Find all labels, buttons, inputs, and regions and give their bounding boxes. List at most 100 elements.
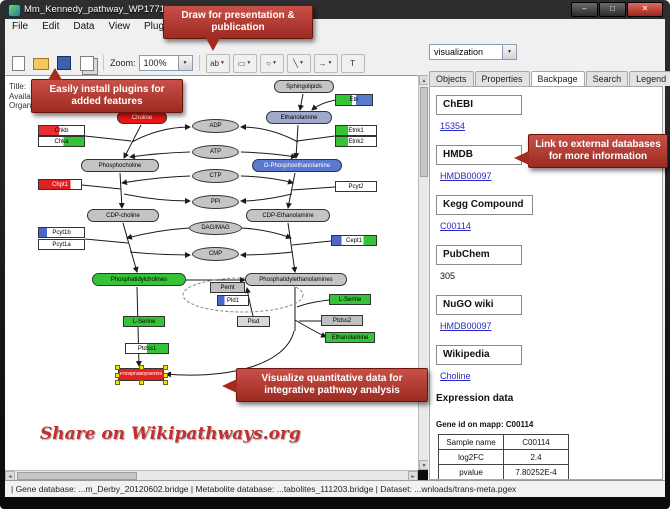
menu-file[interactable]: File [12, 21, 29, 32]
node-cmp[interactable]: CMP [192, 247, 239, 261]
tab-search[interactable]: Search [585, 71, 629, 86]
pathway-info-labels: Title: Availab Organis [9, 82, 33, 111]
node-pcyt1b[interactable]: Pcyt1b [38, 227, 85, 238]
open-button[interactable] [31, 54, 51, 72]
node-etn[interactable]: Etn [335, 94, 373, 106]
node-phosphocholine[interactable]: Phosphocholine [81, 159, 159, 172]
window-title: Mm_Kennedy_pathway_WP1771_45176.gpml [24, 4, 220, 15]
node-phosphatidylethanolamines[interactable]: Phosphatidylethanolamines [245, 273, 347, 286]
save-floppy-icon [57, 56, 71, 70]
node-cept1[interactable]: Cept1 [331, 235, 377, 246]
backpage-header-pubchem: PubChem [436, 245, 522, 265]
menu-edit[interactable]: Edit [42, 21, 60, 32]
node-dag-mag[interactable]: DAG/MAG [189, 221, 242, 235]
node-chka[interactable]: Chka [38, 136, 85, 147]
node-cdp-choline[interactable]: CDP-choline [87, 209, 159, 222]
callout-draw-presentation: Draw for presentation & publication [163, 5, 313, 51]
tab-legend[interactable]: Legend [629, 71, 670, 86]
node-pcyt2[interactable]: Pcyt2 [335, 181, 377, 192]
node-atp[interactable]: ATP [192, 145, 239, 159]
callout-pointer-icon [222, 379, 237, 393]
selection-handle[interactable] [139, 380, 144, 385]
side-panel-tabs: Objects Properties Backpage Search Legen… [429, 71, 670, 87]
node-chpt1[interactable]: Chpt1 [38, 179, 82, 190]
backpage-link-nugo[interactable]: HMDB00097 [440, 321, 492, 331]
new-file-button[interactable] [8, 54, 28, 72]
label-tool-button[interactable]: T [340, 53, 365, 73]
callout-visualize-data: Visualize quantitative data for integrat… [222, 368, 428, 402]
menu-view[interactable]: View [108, 21, 130, 32]
selection-handle[interactable] [163, 380, 168, 385]
selection-handle[interactable] [115, 365, 120, 370]
node-ethanolamine[interactable]: Ethanolamine [266, 111, 332, 124]
visualization-combobox[interactable]: visualization ▼ [429, 44, 517, 60]
tab-backpage[interactable]: Backpage [530, 71, 585, 87]
backpage-link-hmdb[interactable]: HMDB00097 [440, 171, 492, 181]
scrollbar-thumb[interactable] [17, 472, 137, 480]
callout-pointer-icon [48, 68, 62, 80]
canvas-horizontal-scrollbar[interactable]: ◄ ► [5, 470, 418, 481]
shape-tool-button[interactable]: ○ ▼ [259, 53, 284, 73]
backpage-link-chebi[interactable]: 15354 [440, 121, 466, 131]
chevron-down-icon: ▼ [271, 60, 277, 66]
maximize-button[interactable]: □ [599, 2, 626, 17]
node-ptdss2[interactable]: Ptdss2 [321, 315, 363, 326]
app-icon [8, 4, 21, 17]
copy-icon [80, 55, 94, 71]
save-button[interactable] [54, 54, 74, 72]
node-pld1[interactable]: Pld1 [217, 295, 249, 306]
node-ppi[interactable]: PPi [192, 195, 239, 209]
selection-handle[interactable] [115, 373, 120, 378]
chevron-down-icon[interactable]: ▼ [502, 45, 516, 59]
canvas-vertical-scrollbar[interactable]: ▲ ▼ [418, 75, 429, 470]
chevron-down-icon[interactable]: ▼ [177, 56, 192, 70]
minimize-button[interactable]: – [571, 2, 598, 17]
node-etnk1[interactable]: Etnk1 [335, 125, 377, 136]
node-o-phosphoethanolamine[interactable]: O-Phosphoethanolamine [252, 159, 342, 172]
selection-handle[interactable] [163, 373, 168, 378]
info-title-label: Title: [9, 82, 27, 91]
menu-data[interactable]: Data [73, 21, 95, 32]
node-phosphatidylserine-selected[interactable]: Phosphatidylserine [115, 365, 168, 385]
scrollbar-thumb[interactable] [420, 87, 428, 177]
backpage-header-hmdb: HMDB [436, 145, 522, 165]
datanode-tool-button[interactable]: ▭ ▼ [232, 53, 257, 73]
arrow-tool-button[interactable]: → ▼ [313, 53, 338, 73]
node-ctp[interactable]: CTP [192, 169, 239, 183]
node-pisd[interactable]: Pisd [237, 316, 270, 327]
zoom-combobox[interactable]: 100% ▼ [138, 55, 193, 71]
node-pcyt1a[interactable]: Pcyt1a [38, 239, 85, 250]
backpage-link-wikipedia[interactable]: Choline [440, 371, 471, 381]
menu-plugins[interactable]: Plugins [143, 21, 177, 32]
line-tool-button[interactable]: ╲ ▼ [286, 53, 311, 73]
node-ethanolamine-green[interactable]: Ethanolamine [325, 332, 375, 343]
tab-objects[interactable]: Objects [429, 71, 474, 86]
text-tool-button[interactable]: ab ▼ [205, 53, 230, 73]
node-pemt[interactable]: Pemt [210, 282, 245, 293]
copy-button[interactable] [77, 54, 97, 72]
gene-id-line: Gene id on mapp: C00114 [436, 420, 534, 429]
node-adp[interactable]: ADP [192, 119, 239, 133]
node-l-serine-left[interactable]: L-Serine [123, 316, 165, 327]
new-file-icon [11, 55, 25, 71]
backpage-header-kegg: Kegg Compound [436, 195, 533, 215]
node-chkb[interactable]: Chkb [38, 125, 85, 136]
backpage-link-kegg[interactable]: C00114 [440, 221, 471, 231]
close-button[interactable]: ✕ [627, 2, 663, 17]
node-ptdss1[interactable]: Ptdss1 [125, 343, 169, 354]
node-sphingolipids[interactable]: Sphingolipids [274, 80, 334, 93]
zoom-label: Zoom: [110, 58, 136, 68]
node-etnk2[interactable]: Etnk2 [335, 136, 377, 147]
chevron-down-icon: ▼ [298, 60, 304, 66]
table-row: Sample name C00114 [438, 434, 569, 450]
callout-pointer-icon [514, 151, 529, 165]
node-cdp-ethanolamine[interactable]: CDP-Ethanolamine [246, 209, 330, 222]
toolbar: Zoom: 100% ▼ ab ▼ ▭ ▼ ○ ▼ ╲ ▼ → ▼ T [8, 53, 365, 73]
node-phosphatidylcholines[interactable]: Phosphatidylcholines [92, 273, 186, 286]
tab-properties[interactable]: Properties [474, 71, 530, 86]
selection-handle[interactable] [163, 365, 168, 370]
selection-handle[interactable] [139, 365, 144, 370]
selection-handle[interactable] [115, 380, 120, 385]
node-l-serine-right[interactable]: L-Serine [329, 294, 371, 305]
